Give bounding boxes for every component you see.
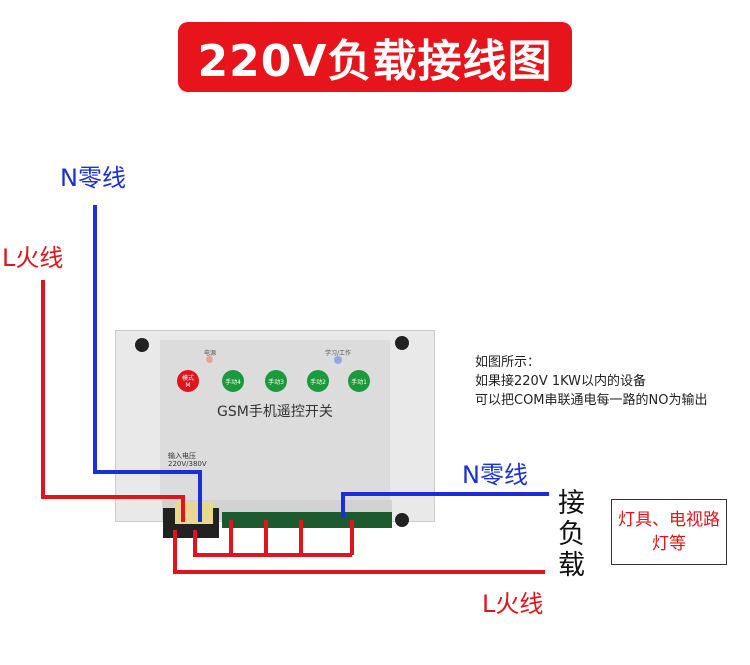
live-label-bottom: L火线 (482, 590, 544, 618)
manual-button-4[interactable]: 手动4 (222, 370, 244, 392)
input-voltage-label: 输入电压 (168, 452, 196, 460)
mode-led-label: 学习/工作 (325, 350, 352, 357)
page-title: 220V负载接线图 (178, 22, 572, 92)
load-label: 接负载 (558, 488, 585, 581)
screw-icon (395, 336, 409, 350)
screw-icon (135, 338, 149, 352)
load-devices-box: 灯具、电视路灯等 (611, 499, 727, 565)
power-led-label: 电源 (204, 350, 217, 357)
com-jumper-wire (193, 530, 352, 557)
manual-button-2[interactable]: 手动2 (307, 370, 329, 392)
neutral-wire-load (341, 492, 549, 518)
neutral-label-right: N零线 (462, 461, 528, 489)
input-voltage-range: 220V/380V (168, 460, 207, 468)
neutral-wire-input (93, 205, 202, 522)
note-line: 如图所示： (475, 355, 541, 370)
live-wire-load (173, 530, 545, 574)
manual-button-3[interactable]: 手动3 (265, 370, 287, 392)
device-name: GSM手机遥控开关 (217, 404, 333, 420)
neutral-label-top: N零线 (60, 164, 126, 192)
note-line: 如果接220V 1KW以内的设备 (475, 374, 647, 389)
live-label-top: L火线 (2, 244, 64, 272)
wiring-note: 如图所示： 如果接220V 1KW以内的设备 可以把COM串联通电每一路的NO为… (475, 353, 707, 410)
mode-led (334, 356, 342, 364)
mode-button[interactable]: 模式 M (177, 370, 199, 392)
note-line: 可以把COM串联通电每一路的NO为输出 (475, 393, 708, 408)
power-led (206, 356, 213, 363)
screw-icon (395, 513, 409, 527)
manual-button-1[interactable]: 手动1 (348, 370, 370, 392)
live-wire-input (41, 280, 185, 522)
